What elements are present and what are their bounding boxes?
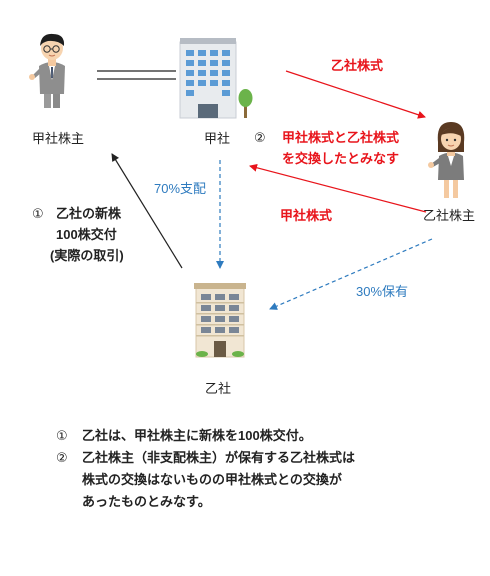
kou-label: 甲社 <box>204 131 231 146</box>
note-1-line-1: 乙社は、甲社株主に新株を100株交付。 <box>82 428 312 443</box>
note-2-number: ② <box>56 450 68 465</box>
otsu-shareholder-label: 乙社株主 <box>423 208 476 223</box>
exchange-line-1: 甲社株式と乙社株式 <box>282 130 400 145</box>
note-2: ② 乙社株主（非支配株主）が保有する乙社株式は <box>56 447 355 469</box>
note-2-line-1: 乙社株主（非支配株主）が保有する乙社株式は <box>82 450 356 465</box>
notes-list: ① 乙社は、甲社株主に新株を100株交付。 ② 乙社株主（非支配株主）が保有する… <box>56 425 355 513</box>
otsu-label: 乙社 <box>205 381 232 396</box>
control-70-label: 70%支配 <box>154 181 207 196</box>
new-shares-line-2: 100株交付 <box>56 227 117 242</box>
arrow-new-shares <box>111 153 183 269</box>
marker-two: ② <box>254 130 266 145</box>
new-shares-line-1: 乙社の新株 <box>56 206 122 221</box>
woman-shareholder-icon <box>428 122 465 198</box>
kou-shareholder-label: 甲社株主 <box>32 131 85 146</box>
kou-building-icon <box>179 38 253 119</box>
arrow-hold-30 <box>269 238 433 310</box>
otsu-building-icon <box>194 283 246 358</box>
new-shares-line-3: (実際の取引) <box>50 248 124 263</box>
note-2-line-2: 株式の交換はないものの甲社株式との交換が <box>82 472 342 487</box>
arrow-otsu-shares <box>285 70 426 119</box>
exchange-note: ② 甲社株式と乙社株式 を交換したとみなす <box>254 127 399 169</box>
note-2-line-3: あったものとみなす。 <box>82 494 211 509</box>
exchange-line-2: を交換したとみなす <box>282 151 400 166</box>
arrow-kou-shares <box>249 163 427 213</box>
kou-shares-label: 甲社株式 <box>280 208 333 223</box>
marker-one: ① <box>32 206 44 221</box>
hold-30-label: 30%保有 <box>356 284 409 299</box>
note-1: ① 乙社は、甲社株主に新株を100株交付。 <box>56 425 355 447</box>
man-shareholder-icon <box>29 33 65 108</box>
otsu-shares-label: 乙社株式 <box>331 58 384 73</box>
note-1-number: ① <box>56 428 68 443</box>
new-shares-note: ① 乙社の新株 100株交付 (実際の取引) <box>32 203 124 266</box>
